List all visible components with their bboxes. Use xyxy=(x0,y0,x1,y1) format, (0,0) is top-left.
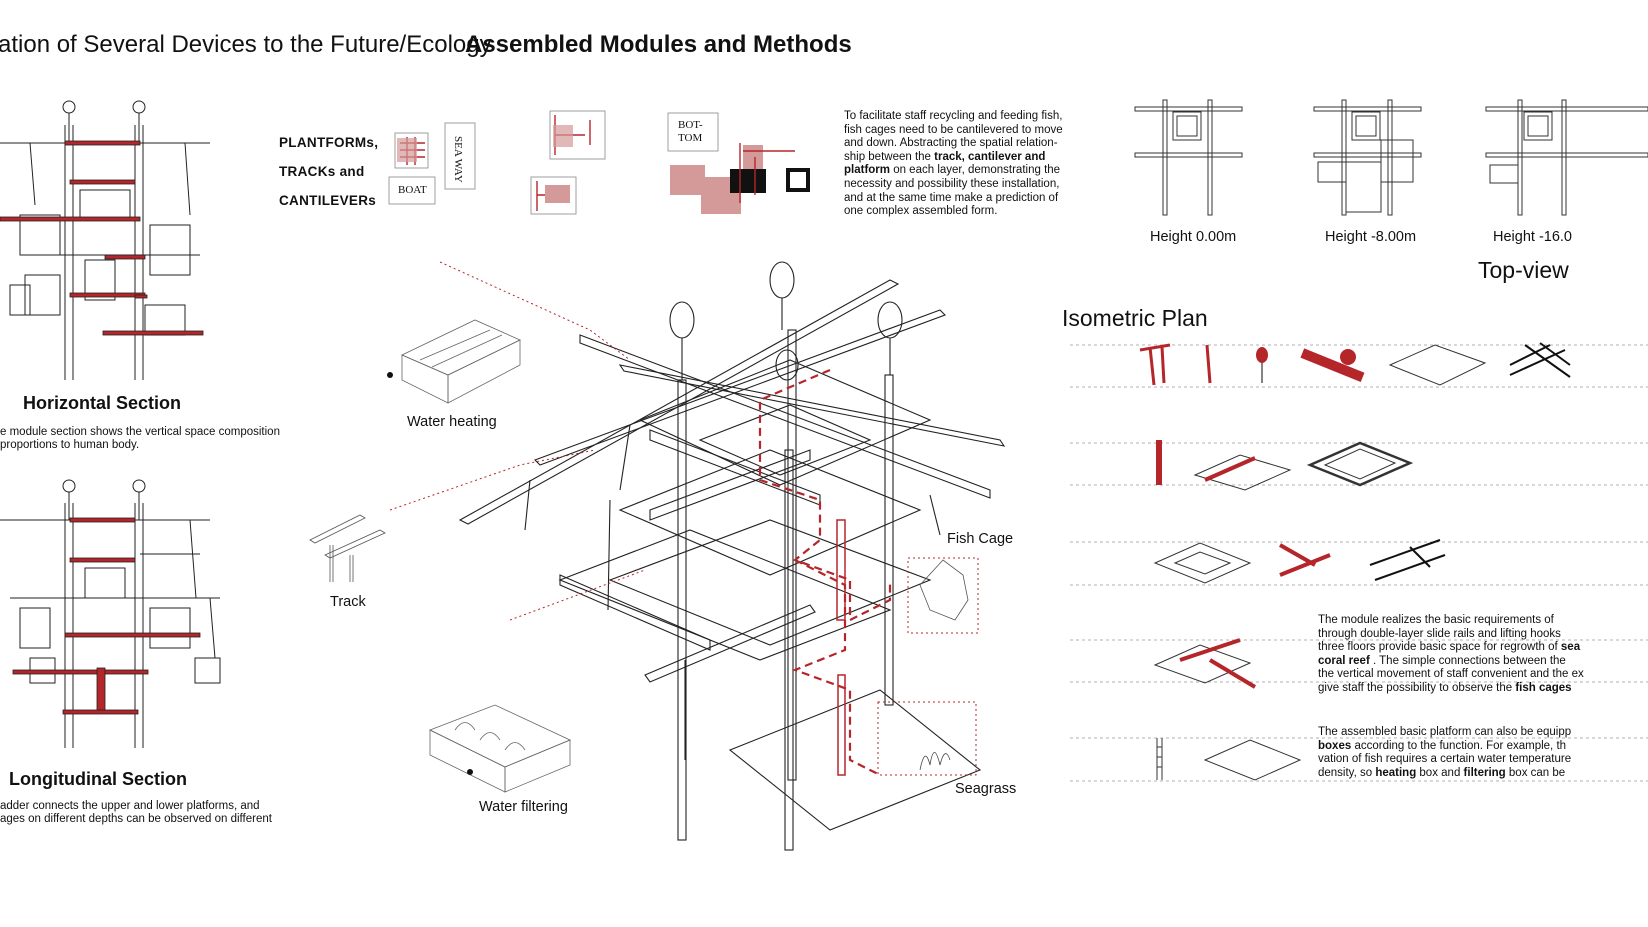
isometric-plan-rows xyxy=(1070,342,1648,782)
horizontal-section-title: Horizontal Section xyxy=(23,393,182,413)
legend-seaway-label: SEA WAY xyxy=(452,136,464,183)
intro-line-4b: track, cantilever and xyxy=(934,150,1046,163)
module-line-2: through double-layer slide rails and lif… xyxy=(1318,627,1561,640)
horizontal-section-drawing xyxy=(0,100,210,380)
module-line-3b: sea xyxy=(1560,641,1581,654)
platform-line-4: density, so heating box and filtering bo… xyxy=(1318,767,1648,781)
fish-cage-label: Fish Cage xyxy=(947,531,1014,547)
isometric-plan-title: Isometric Plan xyxy=(1062,305,1208,331)
water-filtering-box xyxy=(429,704,571,793)
module-line-3a: three floors provide basic space for reg… xyxy=(1318,641,1561,654)
module-line-5: the vertical movement of staff convenien… xyxy=(1318,668,1584,681)
legend-bottom-label: BOT- TOM xyxy=(678,119,703,144)
legend-diagrams xyxy=(388,110,810,215)
height-8-label: Height -8.00m xyxy=(1325,229,1417,245)
track-drawing xyxy=(309,514,386,582)
platform-paragraph: The assembled basic platform can also be… xyxy=(1318,726,1648,780)
page-title-left: ation of Several Devices to the Future/E… xyxy=(0,31,492,58)
intro-line-1: To facilitate staff recycling and feedin… xyxy=(844,110,1063,122)
seagrass-label: Seagrass xyxy=(955,781,1017,797)
legend-boat-label: BOAT xyxy=(398,184,427,196)
intro-line-5: platform on each layer, demonstrating th… xyxy=(844,164,1066,178)
legend-line-3: CANTILEVERs xyxy=(279,193,377,208)
top-view-plans xyxy=(1134,99,1648,216)
intro-line-8: one complex assembled form. xyxy=(844,205,998,218)
longitudinal-section-desc-1: adder connects the upper and lower platf… xyxy=(0,800,260,812)
platform-line-4c: box and xyxy=(1416,766,1464,779)
module-line-6b: fish cages xyxy=(1515,681,1572,694)
intro-line-4: ship between the track, cantilever and xyxy=(844,151,1066,165)
legend-line-2: TRACKs and xyxy=(279,164,365,179)
intro-line-3: and down. Abstracting the spatial relati… xyxy=(844,137,1058,150)
top-view-title: Top-view xyxy=(1478,257,1569,283)
axonometric-structure xyxy=(389,261,1006,851)
intro-line-7: and at the same time make a prediction o… xyxy=(844,191,1059,204)
platform-line-2a: boxes xyxy=(1318,739,1352,752)
platform-line-4b: heating xyxy=(1375,766,1417,779)
platform-line-1: The assembled basic platform can also be… xyxy=(1318,726,1572,738)
height-16-label: Height -16.0 xyxy=(1493,229,1572,245)
water-heating-label: Water heating xyxy=(407,414,497,430)
horizontal-section-desc-2: proportions to human body. xyxy=(0,439,140,451)
horizontal-section-desc-1: e module section shows the vertical spac… xyxy=(0,426,280,438)
module-line-6: give staff the possibility to observe th… xyxy=(1318,682,1648,696)
platform-line-4e: box can be xyxy=(1505,766,1566,779)
platform-line-4a: density, so xyxy=(1318,766,1376,779)
height-0-label: Height 0.00m xyxy=(1150,229,1237,245)
longitudinal-section-desc-2: ages on different depths can be observed… xyxy=(0,813,272,825)
platform-line-2: boxes according to the function. For exa… xyxy=(1318,740,1648,754)
module-line-6a: give staff the possibility to observe th… xyxy=(1318,681,1516,694)
track-label: Track xyxy=(330,594,366,610)
platform-line-2b: according to the function. For example, … xyxy=(1351,739,1567,752)
intro-line-5a: platform xyxy=(844,164,890,177)
intro-line-5b: on each layer, demonstrating the xyxy=(890,164,1061,177)
intro-paragraph: To facilitate staff recycling and feedin… xyxy=(844,110,1066,219)
module-line-4b: . The simple connections between the xyxy=(1369,654,1566,667)
intro-line-4a: ship between the xyxy=(844,150,935,163)
legend-line-1: PLANTFORMs, xyxy=(279,135,379,150)
water-filtering-label: Water filtering xyxy=(479,799,568,815)
module-paragraph: The module realizes the basic requiremen… xyxy=(1318,614,1648,696)
module-line-1: The module realizes the basic requiremen… xyxy=(1318,614,1554,626)
legend-text: PLANTFORMs, TRACKs and CANTILEVERs xyxy=(279,128,378,215)
page-title-right: Assembled Modules and Methods xyxy=(465,31,852,58)
module-line-3: three floors provide basic space for reg… xyxy=(1318,641,1648,655)
platform-line-4d: filtering xyxy=(1463,766,1506,779)
water-heating-box xyxy=(387,319,521,404)
module-line-4: coral reef . The simple connections betw… xyxy=(1318,655,1648,669)
intro-line-6: necessity and possibility these installa… xyxy=(844,177,1060,190)
longitudinal-section-drawing xyxy=(0,479,221,748)
longitudinal-section-title: Longitudinal Section xyxy=(9,769,187,789)
intro-line-2: fish cages need to be cantilevered to mo… xyxy=(844,123,1066,136)
platform-line-3: vation of fish requires a certain water … xyxy=(1318,753,1572,766)
module-line-4a: coral reef xyxy=(1318,654,1370,667)
